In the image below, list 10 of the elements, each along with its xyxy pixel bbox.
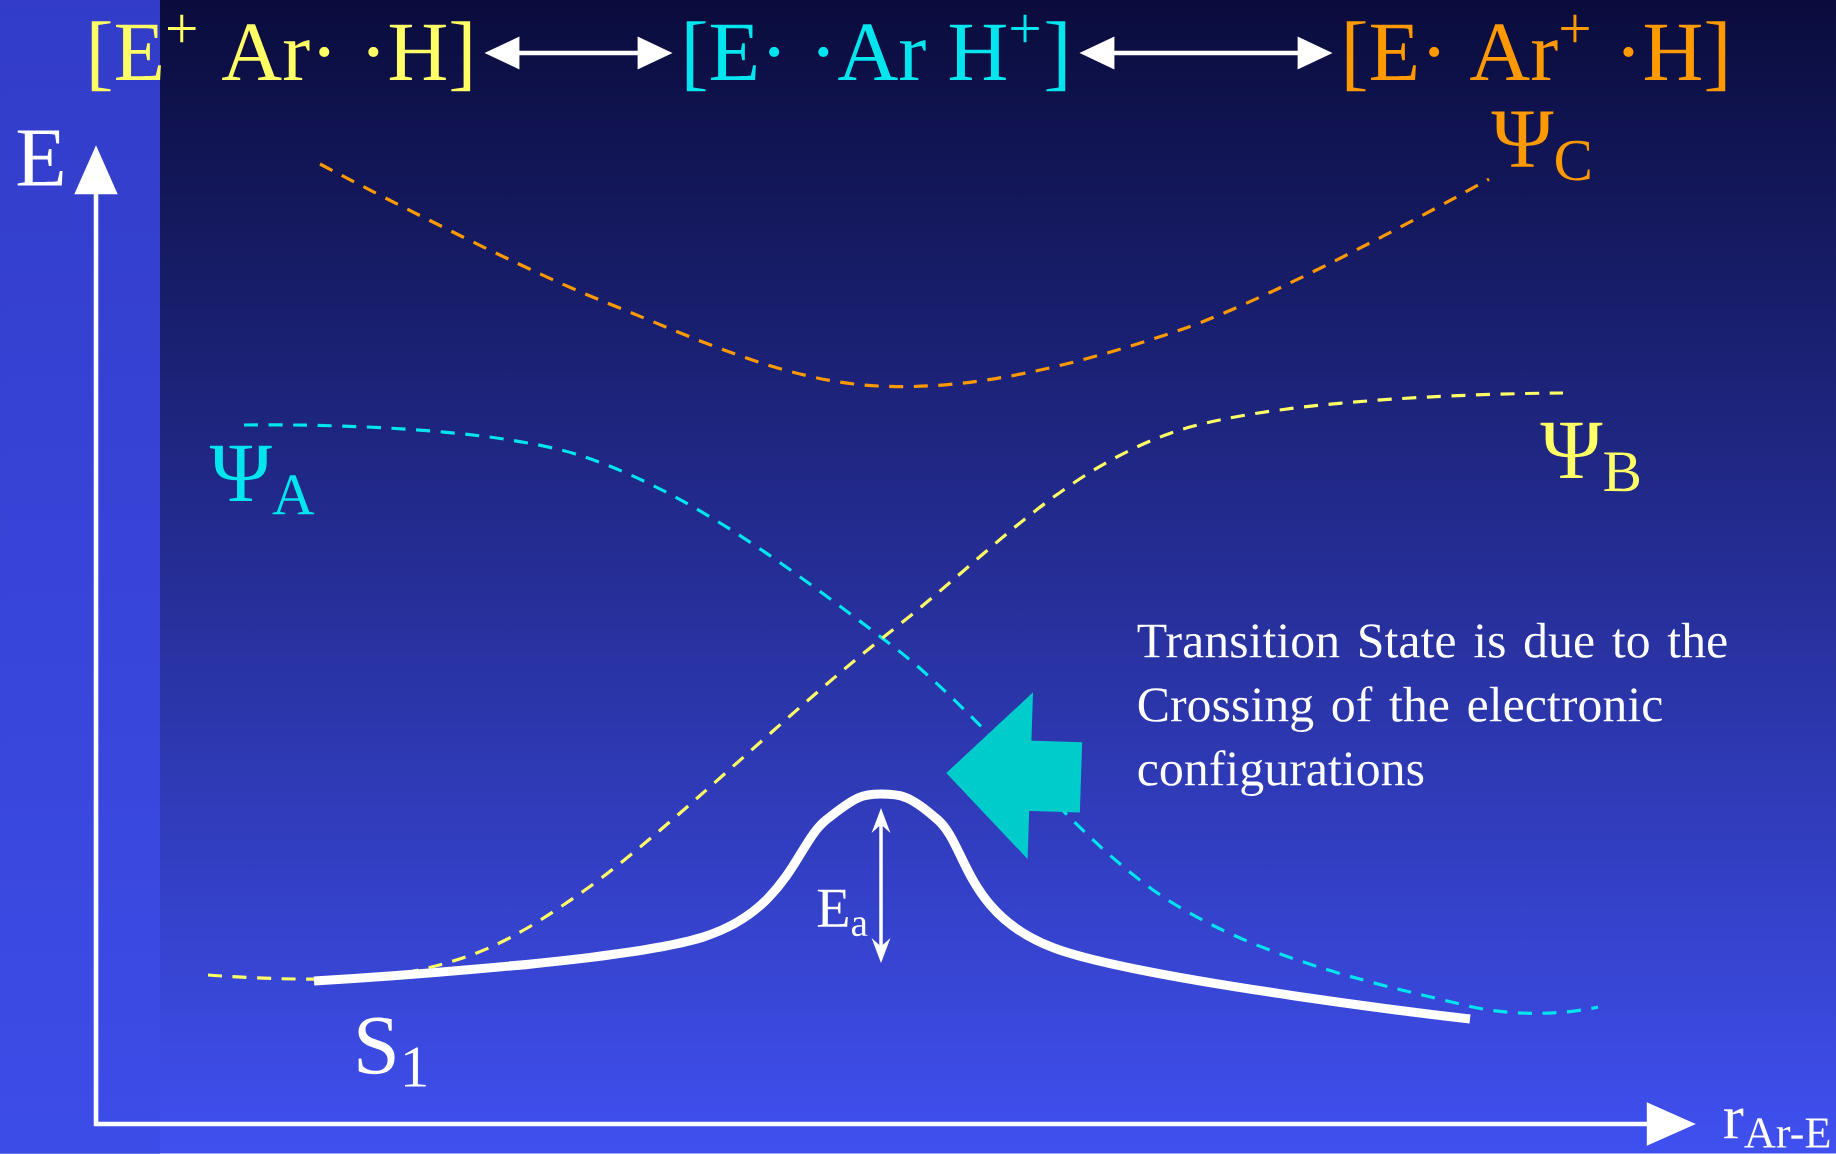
dimension-label: E$_{a}$ (817, 889, 868, 937)
curve-label: S$_{1}$ (358, 1017, 426, 1087)
curve-label: Ψ$_{C}$ (1491, 111, 1590, 181)
formula-text: [E· ·Ar H$^{+}$] (686, 14, 1066, 92)
curve-label: Ψ$_{A}$ (209, 445, 315, 515)
curve-label: Ψ$_{B}$ (1540, 422, 1640, 492)
axis-label: r$_{Ar-E}$ (1724, 1108, 1830, 1148)
note-text: Transition State is due to the Crossing of the electronic configurations (1137, 622, 1727, 796)
formula-text: [E· Ar$^{+}$ ·H] (1346, 14, 1726, 92)
axis-label: E (17, 130, 63, 186)
